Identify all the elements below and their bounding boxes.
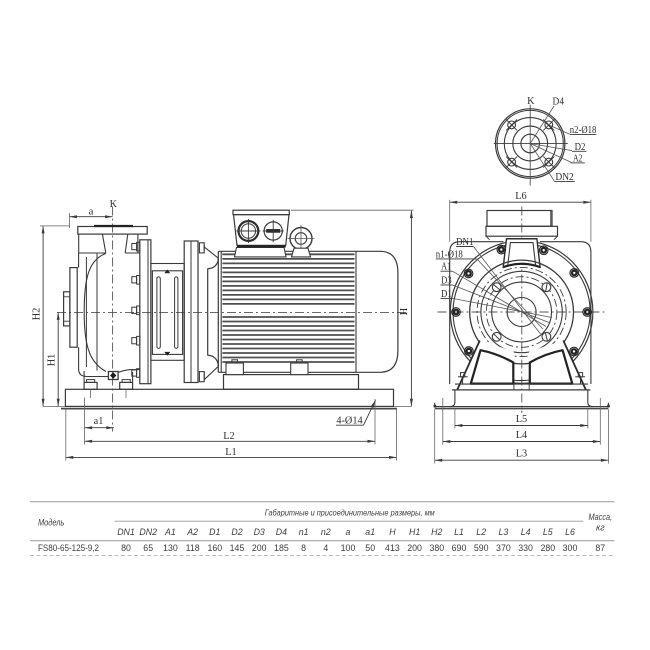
svg-text:413: 413 (385, 543, 400, 553)
svg-text:A2: A2 (186, 527, 198, 537)
svg-text:280: 280 (540, 543, 555, 553)
svg-text:H2: H2 (431, 527, 442, 537)
svg-text:690: 690 (452, 543, 467, 553)
svg-text:L4: L4 (516, 430, 527, 441)
svg-text:330: 330 (518, 543, 533, 553)
svg-text:FS80-65-125-9,2: FS80-65-125-9,2 (38, 543, 99, 553)
svg-text:L3: L3 (516, 449, 527, 460)
svg-text:H1: H1 (409, 527, 420, 537)
svg-text:D1: D1 (209, 527, 220, 537)
svg-text:160: 160 (207, 543, 222, 553)
svg-text:H2: H2 (32, 308, 43, 321)
svg-text:DN1: DN1 (456, 237, 474, 248)
svg-text:L6: L6 (565, 527, 575, 537)
svg-text:L2: L2 (476, 527, 486, 537)
svg-text:A1: A1 (164, 527, 176, 537)
svg-text:D2: D2 (231, 527, 242, 537)
svg-text:65: 65 (143, 543, 153, 553)
svg-text:300: 300 (563, 543, 578, 553)
svg-text:D4: D4 (553, 96, 565, 107)
svg-text:145: 145 (230, 543, 245, 553)
svg-text:370: 370 (496, 543, 511, 553)
svg-text:a: a (89, 206, 94, 218)
svg-text:8: 8 (301, 543, 306, 553)
svg-text:L5: L5 (516, 414, 527, 425)
svg-text:a: a (346, 527, 351, 537)
svg-text:L1: L1 (454, 527, 464, 537)
svg-text:Модель: Модель (38, 517, 65, 527)
svg-text:n2-Ø18: n2-Ø18 (570, 125, 597, 136)
svg-text:a1: a1 (365, 527, 375, 537)
svg-text:4-Ø14: 4-Ø14 (336, 415, 362, 426)
svg-text:a1: a1 (94, 416, 104, 427)
svg-text:H1: H1 (47, 354, 58, 367)
svg-text:200: 200 (252, 543, 267, 553)
svg-text:D3: D3 (441, 275, 452, 286)
svg-text:200: 200 (407, 543, 422, 553)
svg-text:100: 100 (341, 543, 356, 553)
svg-text:DN2: DN2 (555, 172, 573, 183)
svg-text:L6: L6 (515, 191, 526, 202)
svg-text:L1: L1 (225, 447, 236, 458)
svg-text:H: H (399, 307, 410, 315)
svg-text:Габаритные и присоединительные: Габаритные и присоединительные размеры, … (265, 507, 435, 517)
svg-text:130: 130 (163, 543, 178, 553)
svg-text:K: K (110, 199, 118, 210)
svg-text:D3: D3 (254, 527, 265, 537)
svg-text:кг: кг (596, 522, 605, 532)
svg-text:4: 4 (323, 543, 328, 553)
svg-text:H: H (389, 527, 396, 537)
svg-text:DN2: DN2 (139, 527, 157, 537)
svg-text:A1: A1 (441, 262, 451, 273)
svg-text:K: K (527, 96, 535, 107)
svg-text:D4: D4 (276, 527, 287, 537)
svg-text:L3: L3 (499, 527, 509, 537)
svg-text:87: 87 (595, 543, 605, 553)
svg-text:n2: n2 (321, 527, 331, 537)
svg-text:L4: L4 (521, 527, 531, 537)
svg-text:A2: A2 (573, 153, 583, 164)
svg-text:Масса,: Масса, (588, 512, 612, 522)
svg-text:n1: n1 (299, 527, 309, 537)
svg-text:590: 590 (474, 543, 489, 553)
svg-text:DN1: DN1 (117, 527, 135, 537)
svg-text:118: 118 (186, 543, 200, 553)
svg-text:185: 185 (274, 543, 289, 553)
svg-text:D1: D1 (441, 289, 452, 300)
svg-text:380: 380 (429, 543, 444, 553)
svg-text:L2: L2 (223, 431, 234, 442)
svg-text:L5: L5 (543, 527, 553, 537)
svg-text:D2: D2 (575, 142, 586, 153)
svg-text:n1-Ø18: n1-Ø18 (436, 249, 463, 260)
svg-text:50: 50 (365, 543, 375, 553)
svg-text:80: 80 (121, 543, 131, 553)
